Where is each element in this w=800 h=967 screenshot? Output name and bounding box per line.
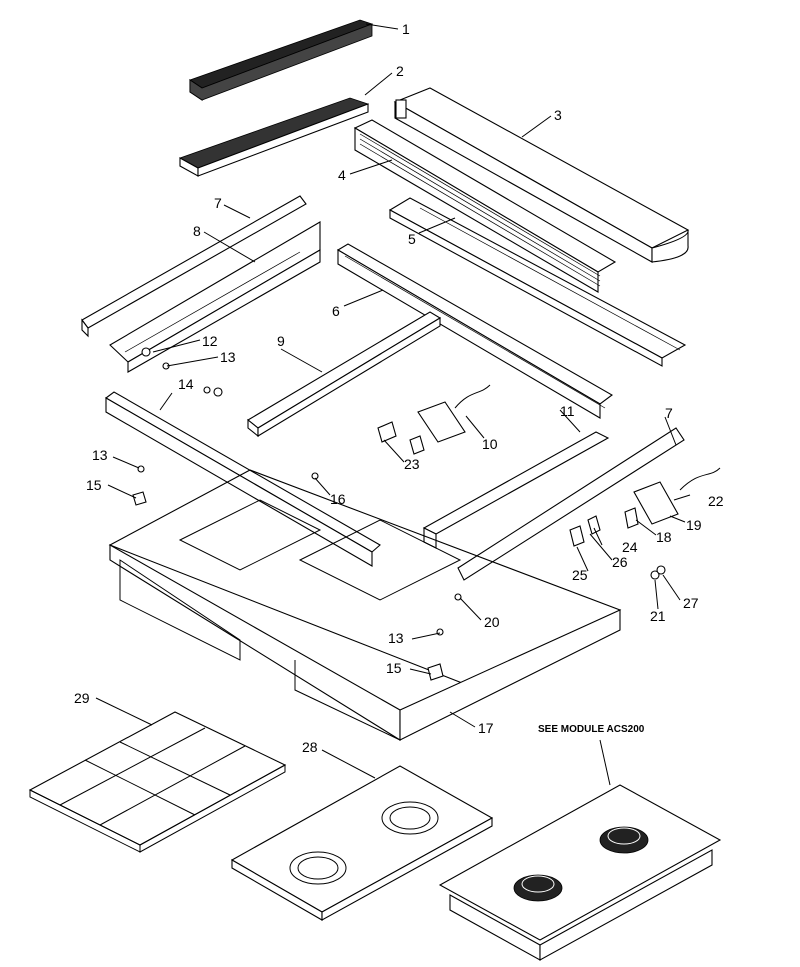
part-bracket-left [81, 195, 307, 338]
callout-15a: 15 [86, 477, 102, 493]
callout-19: 19 [686, 517, 702, 533]
part-cooktop-pan [230, 765, 494, 921]
callout-8: 8 [193, 223, 201, 239]
callout-23: 23 [404, 456, 420, 472]
callout-21: 21 [650, 608, 666, 624]
callout-4: 4 [338, 167, 346, 183]
part-chassis [108, 469, 622, 741]
part-channel-left [109, 221, 321, 373]
callout-11: 11 [560, 403, 575, 419]
callout-13c: 13 [388, 630, 404, 646]
callout-14: 14 [178, 376, 194, 392]
callout-labels: 1 2 3 4 5 6 7 7 8 9 10 11 12 13 13 13 14… [74, 21, 724, 755]
callout-15b: 15 [386, 660, 402, 676]
callout-16: 16 [330, 491, 346, 507]
callout-2: 2 [396, 63, 404, 79]
part-grille-top [189, 19, 374, 102]
part-bracket-right [457, 427, 685, 581]
part-burner-module [438, 784, 722, 961]
callout-5: 5 [408, 231, 416, 247]
callout-6: 6 [332, 303, 340, 319]
callout-17: 17 [478, 720, 494, 736]
part-vent-channel [353, 119, 617, 293]
part-switch-plate-10 [417, 384, 491, 443]
part-grille-bottom [179, 97, 370, 177]
part-burner-grate [28, 711, 287, 853]
callout-13b: 13 [92, 447, 108, 463]
part-back-rail [388, 197, 687, 367]
callout-20: 20 [484, 614, 500, 630]
callout-22: 22 [708, 493, 724, 509]
callout-12: 12 [202, 333, 218, 349]
callout-27: 27 [683, 595, 699, 611]
part-back-trim [393, 87, 690, 263]
part-front-left-rail [105, 391, 381, 567]
callout-9: 9 [277, 333, 285, 349]
part-channel-center [247, 311, 442, 438]
callout-18: 18 [656, 529, 672, 545]
callout-25: 25 [572, 567, 588, 583]
callout-1: 1 [402, 21, 410, 37]
callout-28: 28 [302, 739, 318, 755]
callout-7a: 7 [214, 195, 222, 211]
part-small-hardware [132, 347, 666, 681]
part-switch-plate-19 [633, 467, 721, 525]
callout-29: 29 [74, 690, 90, 706]
callout-10: 10 [482, 436, 498, 452]
callout-7b: 7 [665, 405, 673, 421]
callout-24: 24 [622, 539, 638, 555]
see-module-note: SEE MODULE ACS200 [538, 724, 645, 735]
part-side-rail [336, 243, 613, 419]
leader-lines [95, 23, 691, 786]
callout-26: 26 [612, 554, 628, 570]
callout-13a: 13 [220, 349, 236, 365]
callout-3: 3 [554, 107, 562, 123]
